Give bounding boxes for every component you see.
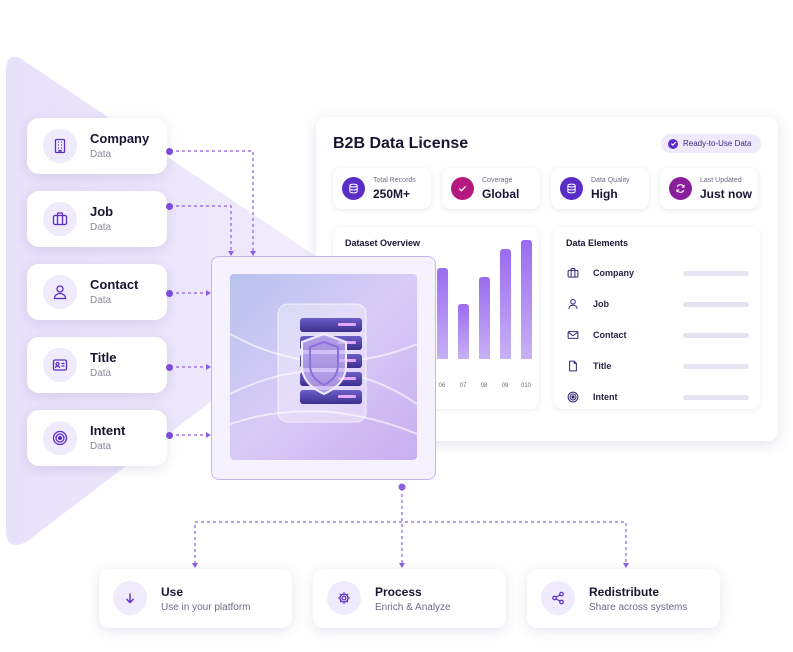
- connector-dot: [166, 203, 173, 210]
- connector-dot: [166, 148, 173, 155]
- badge-label: Ready-to-Use Data: [683, 139, 752, 148]
- source-card-contact[interactable]: Contact Data: [27, 264, 167, 320]
- stat-label: Coverage: [482, 177, 513, 184]
- source-title: Intent: [90, 423, 126, 438]
- source-subtitle: Data: [90, 441, 112, 452]
- source-title: Company: [90, 131, 150, 146]
- source-card-intent[interactable]: Intent Data: [27, 410, 167, 466]
- action-subtitle: Share across systems: [589, 602, 688, 613]
- stat-coverage: Coverage Global: [442, 168, 540, 209]
- connector-dot: [166, 290, 173, 297]
- stat-value: 250M+: [373, 187, 411, 201]
- stat-label: Total Records: [373, 177, 416, 184]
- stat-data-quality: Data Quality High: [551, 168, 649, 209]
- element-bar: [683, 395, 749, 400]
- chart-tick-label: 09: [501, 383, 509, 389]
- chart-bar: [437, 268, 448, 359]
- check-circle-icon: [668, 138, 678, 149]
- element-label: Title: [593, 361, 612, 371]
- stat-value: Just now: [700, 187, 753, 201]
- source-title: Contact: [90, 277, 139, 292]
- connector-dot: [166, 432, 173, 439]
- id-card-icon: [43, 348, 77, 382]
- building-icon: [43, 129, 77, 163]
- source-title: Job: [90, 204, 114, 219]
- stat-value: Global: [482, 187, 520, 201]
- source-subtitle: Data: [90, 295, 112, 306]
- stat-value: High: [591, 187, 618, 201]
- stat-total-records: Total Records 250M+: [333, 168, 431, 209]
- element-label: Intent: [593, 392, 618, 402]
- database-icon: [342, 177, 365, 200]
- element-label: Company: [593, 268, 635, 278]
- element-label: Job: [593, 299, 610, 309]
- gear-icon: [327, 581, 361, 615]
- source-card-title[interactable]: Title Data: [27, 337, 167, 393]
- data-hub: [211, 256, 436, 480]
- action-title: Use: [161, 585, 184, 599]
- chart-tick-label: 08: [480, 383, 488, 389]
- element-label: Contact: [593, 330, 627, 340]
- chart-tick-label: 010: [520, 383, 531, 389]
- secure-server-illustration: [230, 274, 417, 460]
- source-card-company[interactable]: Company Data: [27, 118, 167, 174]
- element-bar: [683, 271, 749, 276]
- action-title: Redistribute: [589, 585, 660, 599]
- check-icon: [451, 177, 474, 200]
- database-icon: [560, 177, 583, 200]
- target-icon: [566, 390, 580, 404]
- connector-dot: [166, 364, 173, 371]
- license-title: B2B Data License: [333, 135, 469, 152]
- arrow-down-icon: [113, 581, 147, 615]
- chart-bar: [500, 249, 511, 359]
- action-subtitle: Use in your platform: [161, 602, 251, 613]
- source-card-job[interactable]: Job Data: [27, 191, 167, 247]
- chart-tick-label: 06: [438, 383, 446, 389]
- refresh-icon: [669, 177, 692, 200]
- stat-label: Data Quality: [591, 177, 630, 184]
- action-title: Process: [375, 585, 422, 599]
- user-icon: [43, 275, 77, 309]
- element-bar: [683, 333, 749, 338]
- chart-bar: [458, 304, 469, 359]
- source-subtitle: Data: [90, 222, 112, 233]
- action-card-use[interactable]: Use Use in your platform: [99, 569, 292, 628]
- action-subtitle: Enrich & Analyze: [375, 602, 451, 613]
- overview-title: Dataset Overview: [345, 238, 421, 248]
- briefcase-icon: [566, 266, 580, 280]
- stat-last-updated: Last Updated Just now: [660, 168, 758, 209]
- action-card-redistribute[interactable]: Redistribute Share across systems: [527, 569, 720, 628]
- elements-title: Data Elements: [566, 238, 629, 248]
- target-icon: [43, 421, 77, 455]
- briefcase-icon: [43, 202, 77, 236]
- chart-bar: [521, 240, 532, 359]
- share-icon: [541, 581, 575, 615]
- data-elements-panel: Data Elements Company Job Contact: [554, 227, 760, 409]
- mail-icon: [566, 328, 580, 342]
- document-icon: [566, 359, 580, 373]
- chart-bar: [479, 277, 490, 359]
- action-card-process[interactable]: Process Enrich & Analyze: [313, 569, 506, 628]
- source-subtitle: Data: [90, 149, 112, 160]
- user-icon: [566, 297, 580, 311]
- stat-label: Last Updated: [700, 177, 742, 184]
- ready-badge: Ready-to-Use Data: [661, 134, 762, 153]
- source-subtitle: Data: [90, 368, 112, 379]
- element-bar: [683, 302, 749, 307]
- source-title: Title: [90, 350, 117, 365]
- chart-tick-label: 07: [459, 383, 467, 389]
- element-bar: [683, 364, 749, 369]
